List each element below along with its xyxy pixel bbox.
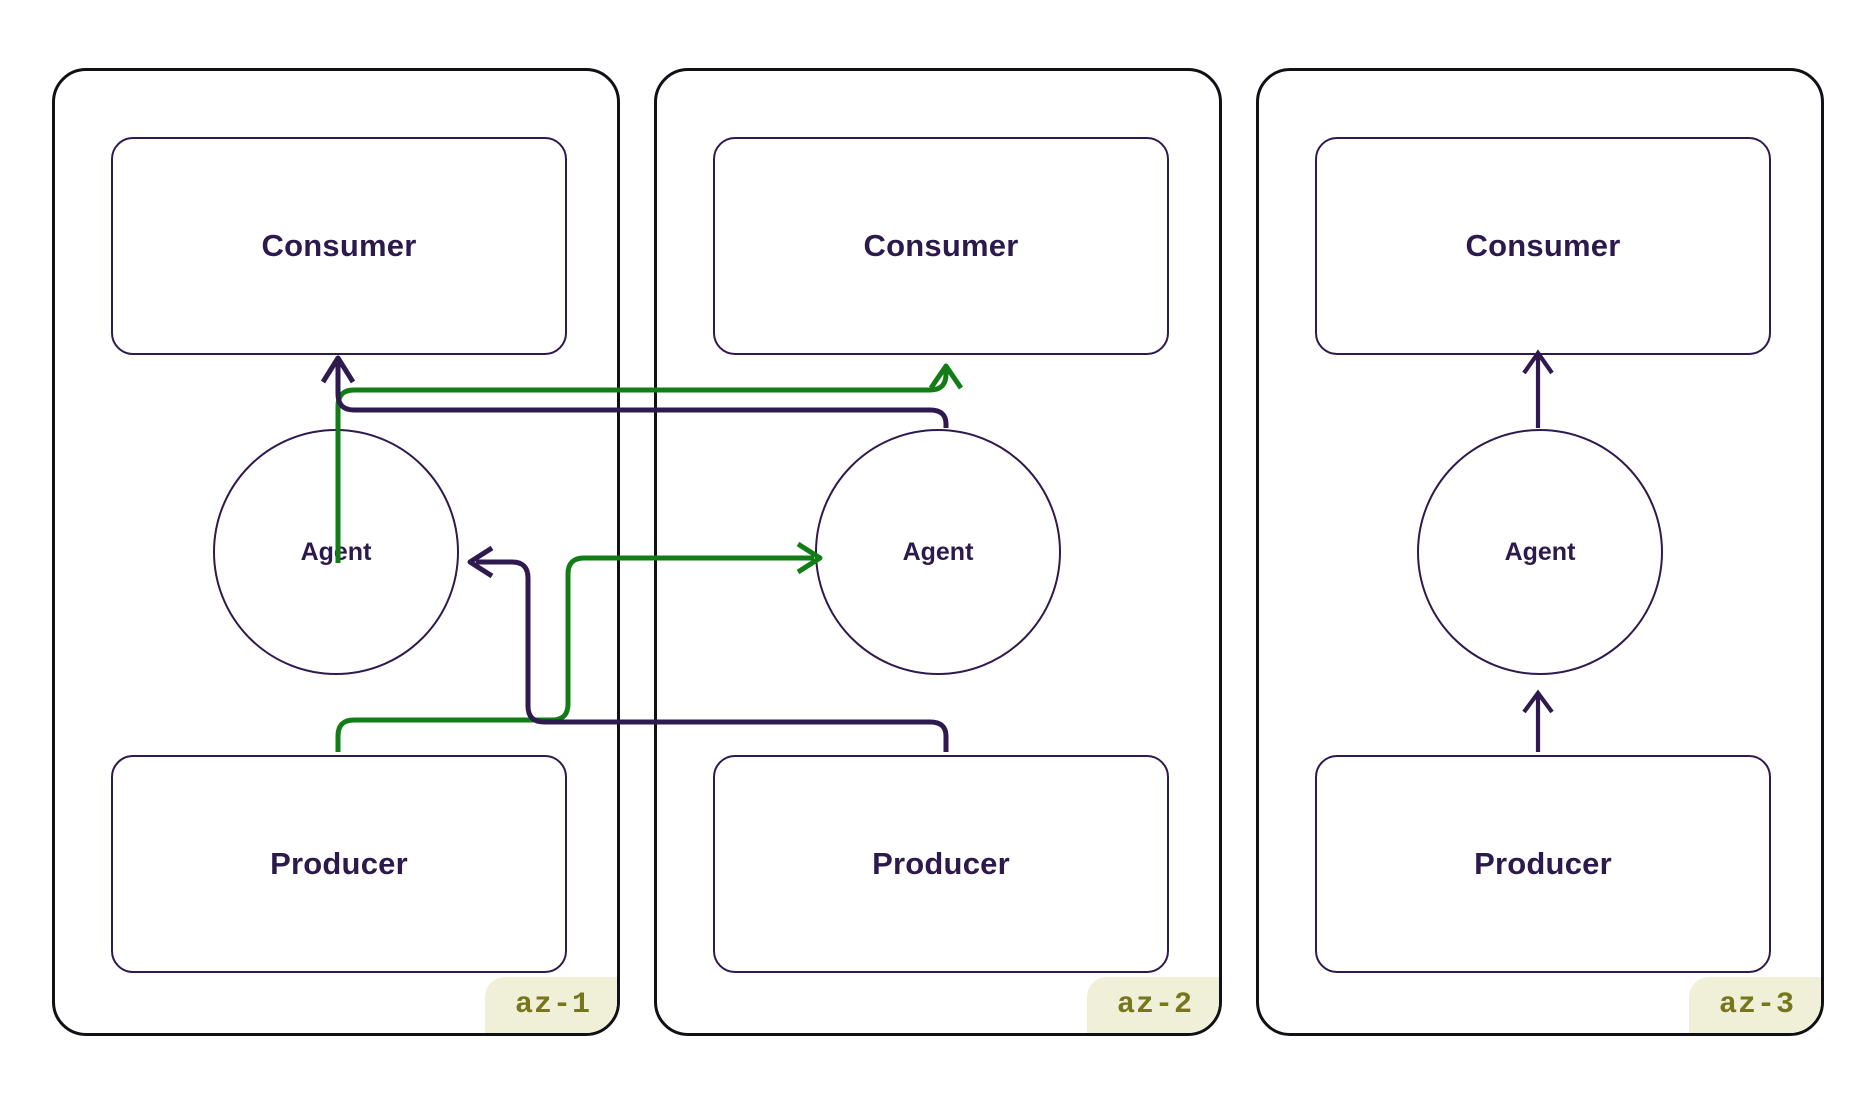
az-1-agent-label: Agent	[300, 537, 372, 566]
az-1-zone-badge: az-1	[484, 976, 617, 1033]
az-1-producer-label: Producer	[270, 846, 408, 881]
az-2-consumer-node[interactable]: Consumer	[713, 137, 1169, 355]
availability-zone-az-3[interactable]: Consumer Agent Producer az-3	[1256, 68, 1824, 1036]
az-3-producer-label: Producer	[1474, 846, 1612, 881]
az-3-consumer-node[interactable]: Consumer	[1315, 137, 1771, 355]
az-3-consumer-label: Consumer	[1465, 228, 1621, 263]
az-3-zone-badge: az-3	[1688, 976, 1821, 1033]
az-2-zone-badge: az-2	[1086, 976, 1219, 1033]
availability-zone-az-2[interactable]: Consumer Agent Producer az-2	[654, 68, 1222, 1036]
az-1-consumer-node[interactable]: Consumer	[111, 137, 567, 355]
az-3-producer-node[interactable]: Producer	[1315, 755, 1771, 973]
az-2-agent-label: Agent	[902, 537, 974, 566]
availability-zone-az-1[interactable]: Consumer Agent Producer az-1	[52, 68, 620, 1036]
az-3-agent-node[interactable]: Agent	[1417, 429, 1663, 675]
az-1-agent-node[interactable]: Agent	[213, 429, 459, 675]
az-2-agent-node[interactable]: Agent	[815, 429, 1061, 675]
az-2-producer-label: Producer	[872, 846, 1010, 881]
az-1-producer-node[interactable]: Producer	[111, 755, 567, 973]
az-1-consumer-label: Consumer	[261, 228, 417, 263]
az-2-consumer-label: Consumer	[863, 228, 1019, 263]
az-3-agent-label: Agent	[1504, 537, 1576, 566]
az-2-producer-node[interactable]: Producer	[713, 755, 1169, 973]
